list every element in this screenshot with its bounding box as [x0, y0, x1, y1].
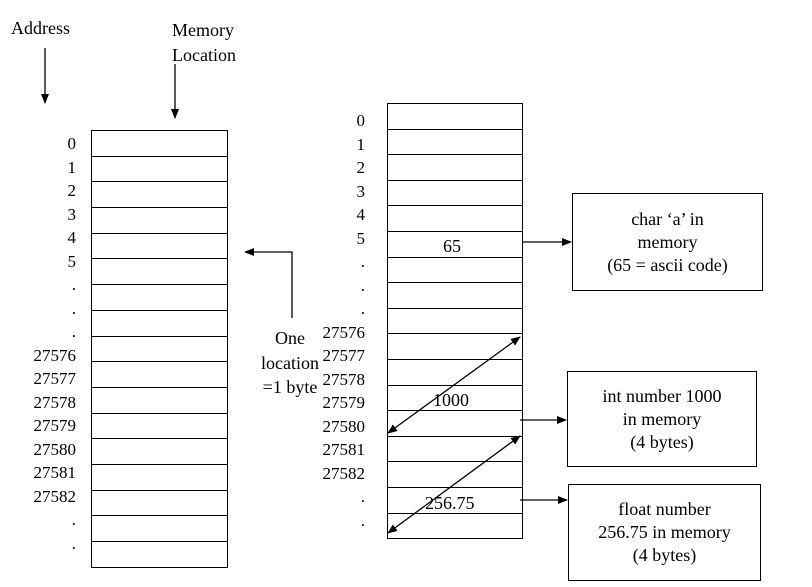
memory-cell	[92, 208, 227, 234]
address-label-item: .	[360, 487, 365, 506]
address-label-item: 27577	[322, 346, 366, 365]
memory-cell	[388, 130, 522, 156]
char-a-box: char ‘a’ in memory (65 = ascii code)	[572, 193, 763, 291]
address-label-item: 4	[356, 205, 366, 224]
memory-cell	[388, 104, 522, 130]
address-label-item: 27579	[33, 416, 77, 435]
memory-cell	[388, 206, 522, 232]
int-box-line1: int number 1000	[602, 385, 722, 406]
memory-cell	[92, 491, 227, 517]
memory-cell	[388, 232, 522, 258]
address-label-item: 27581	[33, 463, 77, 482]
address-label-item: .	[71, 533, 76, 553]
memory-cell	[92, 259, 227, 286]
address-label-item: 5	[67, 251, 77, 271]
memory-cell	[92, 285, 227, 311]
memory-cell	[92, 388, 227, 414]
address-label-item: 3	[67, 204, 77, 224]
memory-location-label-line2: Location	[172, 45, 236, 65]
one-location-label-line3: =1 byte	[262, 377, 318, 397]
one-location-arrow	[244, 248, 293, 318]
int-1000-box: int number 1000 in memory (4 bytes)	[567, 371, 757, 467]
address-label-item: 1	[67, 157, 77, 177]
address-label-item: .	[71, 298, 76, 318]
int-box-line3: (4 bytes)	[630, 431, 694, 452]
memory-location-label-line1: Memory	[172, 20, 234, 40]
memory-cell	[92, 516, 227, 542]
memory-cell	[388, 181, 522, 207]
address-label-item: 1	[356, 134, 366, 154]
address-label-item: 27578	[322, 369, 366, 389]
address-label: Address	[11, 18, 70, 38]
address-label-item: .	[71, 510, 76, 529]
address-label-item: .	[360, 299, 365, 318]
memory-cell	[92, 234, 227, 260]
address-label-item: 5	[356, 228, 366, 248]
float-span-arrow	[387, 435, 521, 534]
address-label-item: 27578	[33, 392, 77, 412]
address-label-item: 27576	[33, 345, 77, 365]
char-box-line3: (65 = ascii code)	[607, 254, 728, 275]
address-label-item: 27581	[322, 440, 366, 459]
address-label-item: 2	[67, 181, 77, 200]
address-label-item: .	[71, 275, 76, 294]
memory-cell	[92, 465, 227, 491]
memory-cell	[388, 283, 522, 309]
float-box-line2: 256.75 in memory	[598, 522, 731, 542]
address-label-item: 27582	[33, 486, 77, 506]
address-label-item: 27582	[322, 463, 366, 483]
address-label-item: 0	[356, 111, 366, 130]
char-box-line1: char ‘a’ in	[631, 208, 704, 229]
char-box-line2: memory	[637, 231, 698, 252]
address-label-item: 2	[356, 158, 366, 177]
float-box-line3: (4 bytes)	[632, 545, 697, 565]
float-256-box: float number 256.75 in memory (4 bytes)	[568, 484, 761, 581]
address-label-item: 3	[356, 181, 366, 201]
address-label-item: 27580	[322, 416, 366, 436]
memory-cell	[92, 182, 227, 209]
memory-cell	[92, 414, 227, 440]
address-label-item: .	[360, 252, 365, 271]
memory-cell	[92, 311, 227, 337]
memory-cell	[388, 155, 522, 181]
address-label-item: 27577	[33, 369, 77, 388]
address-label-item: 4	[67, 228, 77, 247]
memory-cell	[92, 337, 227, 363]
memory-cell	[388, 258, 522, 284]
one-location-label-line1: One	[275, 328, 305, 348]
address-label-item: .	[360, 275, 365, 295]
address-label-item: 27580	[33, 439, 77, 459]
address-label-item: .	[360, 510, 365, 530]
value-65: 65	[443, 236, 461, 256]
int-box-line2: in memory	[622, 408, 702, 429]
memory-cell	[388, 309, 522, 335]
address-label-item: 0	[67, 134, 77, 153]
memory-cell	[92, 362, 227, 388]
float-box-line1: float number	[618, 499, 711, 519]
address-label-item: 27579	[322, 393, 366, 412]
memory-cell	[92, 157, 227, 183]
address-label-item: .	[71, 322, 76, 341]
left-memory-column	[91, 130, 228, 568]
memory-cell	[92, 439, 227, 465]
int-span-arrow	[387, 336, 521, 434]
address-label-item: 27576	[322, 322, 366, 342]
memory-cell	[92, 131, 227, 157]
one-location-label-line2: location	[261, 353, 319, 373]
